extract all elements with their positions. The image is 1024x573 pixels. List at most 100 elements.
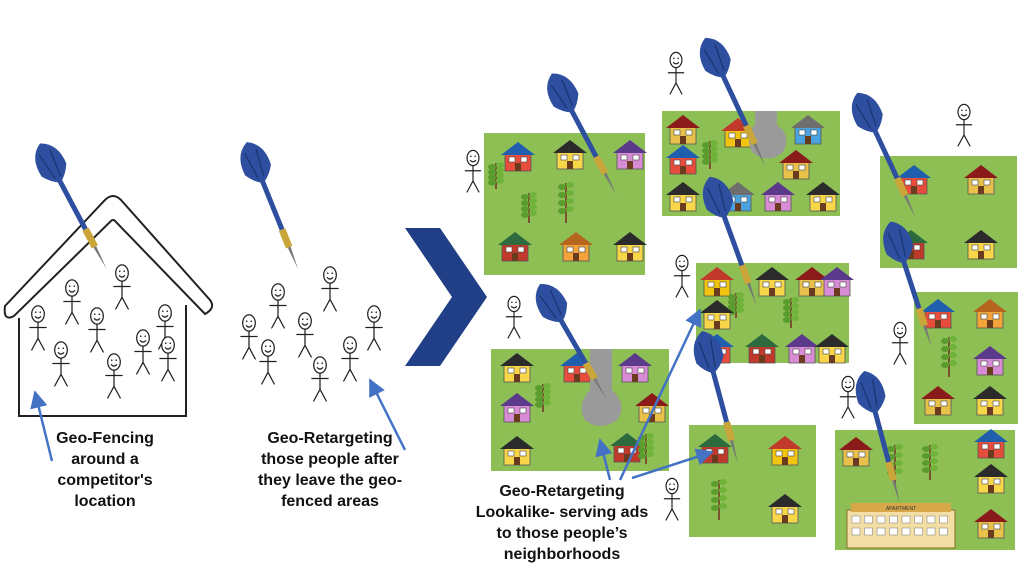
stick-figure-icon [63, 279, 81, 325]
house-icon [795, 267, 829, 297]
stick-figure-icon [839, 375, 857, 419]
pointer-arrow [30, 390, 54, 462]
house-icon [500, 353, 534, 383]
neighborhood-panel [914, 292, 1018, 424]
stick-figure-icon [311, 356, 329, 402]
dart-icon [855, 371, 900, 504]
pointer-arrow [618, 308, 702, 481]
neighborhood-panel [696, 263, 854, 364]
tree-icon [488, 162, 504, 189]
stick-figure-icon [955, 103, 973, 147]
house-icon [921, 386, 955, 416]
stick-figure-icon [667, 51, 685, 95]
process-chevron-icon [405, 228, 487, 366]
tree-icon [941, 336, 957, 377]
pointer-arrows [30, 308, 714, 481]
pointer-arrow [595, 438, 613, 481]
dart-icon [35, 143, 107, 269]
stick-figure-icon [156, 304, 174, 350]
darts [35, 37, 932, 504]
house-icon [500, 436, 534, 466]
house-icon [964, 165, 998, 195]
stick-figure-icon [464, 149, 482, 193]
pointer-arrow [631, 448, 714, 480]
stick-figure-icon [673, 254, 691, 298]
house-icon [974, 464, 1008, 494]
neighborhood-panel [491, 349, 669, 471]
stick-figure-icon [52, 341, 70, 387]
stick-figure-icon [88, 307, 106, 353]
house-icon [559, 232, 593, 262]
stick-figure-icon [269, 283, 287, 329]
dart-icon [547, 73, 617, 195]
house-icon [785, 334, 819, 364]
apartment-label: APARTMENT [886, 506, 916, 512]
house-icon [666, 182, 700, 212]
tree-icon [535, 383, 551, 412]
dart-icon [851, 92, 916, 217]
pointer-arrow [368, 378, 407, 451]
house-icon [779, 150, 813, 180]
caption-lookalike: Geo-Retargeting Lookalike- serving ads t… [462, 481, 662, 565]
caption-line: those people after [261, 451, 399, 468]
house-icon [745, 334, 779, 364]
caption-line: fenced areas [281, 493, 379, 510]
house-icon [791, 115, 825, 145]
stick-figure-icon [159, 336, 177, 382]
tree-icon [783, 297, 799, 328]
dart-icon [699, 37, 766, 167]
house-icon [897, 165, 931, 195]
stick-figure-icon [105, 353, 123, 399]
tree-icon [702, 140, 718, 169]
caption-retargeting: Geo-Retargeting those people after they … [240, 428, 420, 512]
caption-line: Lookalike- serving ads [475, 504, 649, 521]
tree-icon [711, 479, 727, 520]
house-icon [755, 267, 789, 297]
house-icon [820, 267, 854, 297]
stick-figure-icon [259, 339, 277, 385]
stick-figure-icon [113, 264, 131, 310]
house-icon [553, 140, 587, 170]
tree-icon [558, 182, 574, 223]
caption-line: Geo-Retargeting [499, 483, 625, 500]
house-icon [666, 115, 700, 145]
house-icon [806, 182, 840, 212]
tree-icon [922, 444, 938, 480]
house-icon [815, 334, 849, 364]
house-icon [973, 386, 1007, 416]
house-icon [613, 140, 647, 170]
house-icon [973, 346, 1007, 376]
neighborhood-panel [689, 425, 816, 537]
caption-line: competitor's [57, 472, 153, 489]
house-icon [613, 232, 647, 262]
dart-icon [240, 142, 299, 270]
dart-icon [883, 221, 932, 348]
house-icon [768, 494, 802, 524]
stick-figure-icon [296, 312, 314, 358]
caption-line: neighborhoods [503, 546, 621, 563]
caption-line: Geo-Fencing [56, 430, 154, 447]
neighborhood-panels: APARTMENT [484, 111, 1018, 550]
house-icon [974, 509, 1008, 539]
road-icon [748, 111, 787, 159]
stick-figure-icon [663, 477, 681, 521]
stick-figure-icon [505, 295, 523, 339]
dart-icon [693, 331, 738, 464]
house-icon [700, 267, 734, 297]
stick-figure-icon [321, 266, 339, 312]
tree-icon [521, 192, 537, 223]
caption-line: Geo-Retargeting [267, 430, 393, 447]
caption-line: location [74, 493, 136, 510]
house-icon [666, 145, 700, 175]
stick-figure-icon [240, 314, 258, 360]
competitor-house-outline [3, 195, 214, 417]
house-icon [973, 299, 1007, 329]
house-icon [768, 436, 802, 466]
neighborhood-panel [662, 111, 840, 216]
stick-figure-icon [29, 305, 47, 351]
dart-icon [702, 176, 757, 306]
caption-line: around a [71, 451, 139, 468]
house-icon [501, 142, 535, 172]
house-icon [500, 393, 534, 423]
